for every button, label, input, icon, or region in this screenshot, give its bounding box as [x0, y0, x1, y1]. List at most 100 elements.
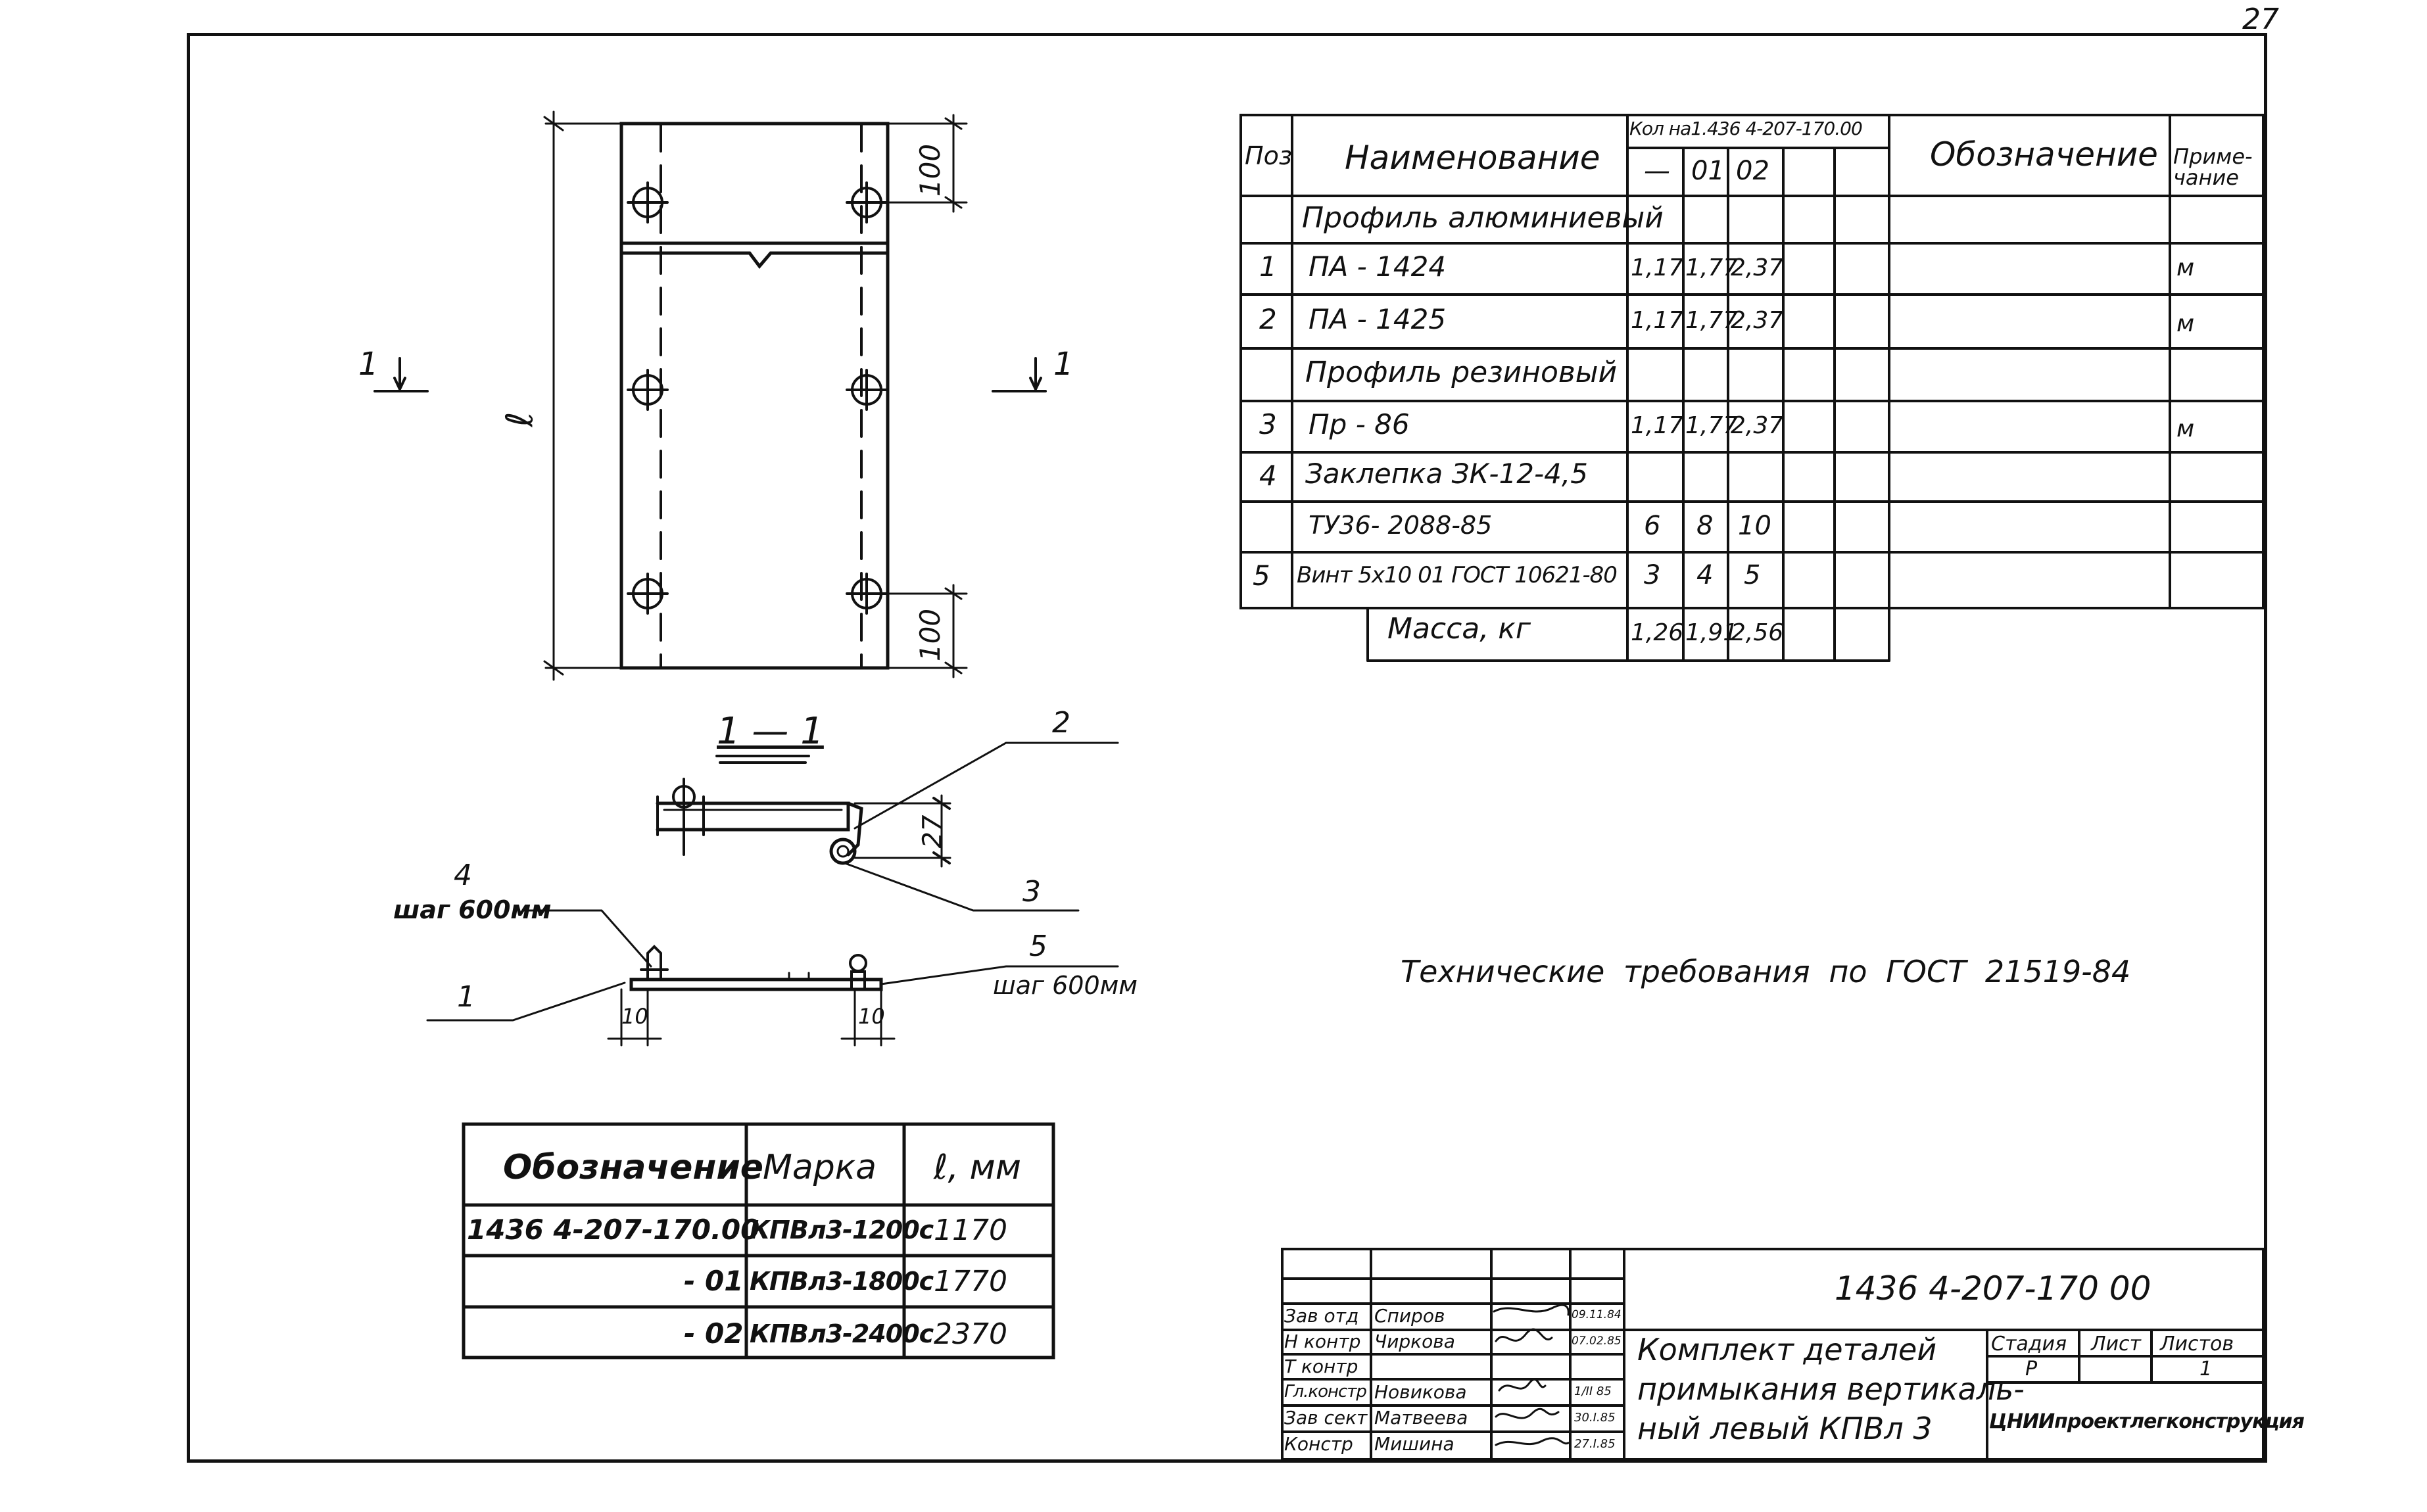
spec-row-pos: 4: [1259, 460, 1277, 492]
spec-row-qty: 6: [1644, 511, 1661, 541]
section-title: 1 — 1: [717, 710, 824, 753]
plan-outline: [619, 122, 890, 670]
signature-date: 09.11.84: [1572, 1308, 1622, 1321]
variants-row-mark: КПВл3-2400с: [750, 1319, 934, 1348]
title-line-3: ный левый КПВл 3: [1637, 1411, 1933, 1446]
leader-label-1: 1: [457, 980, 475, 1014]
spec-header-qty-0: —: [1644, 156, 1670, 186]
plan-holes: [627, 181, 888, 615]
spec-row-pos: 3: [1259, 408, 1277, 440]
title-block-grid: [1281, 1248, 2265, 1461]
variants-row-length: 1170: [934, 1214, 1007, 1247]
spec-row-qty: 2,37: [1731, 412, 1784, 439]
spec-row-qty: 3: [1644, 560, 1661, 590]
signature-name: Спиров: [1374, 1305, 1445, 1327]
stage-label: Стадия: [1991, 1333, 2067, 1356]
variants-row-designation: - 01: [684, 1265, 744, 1297]
signature-marks: [1493, 1304, 1570, 1446]
signature-name: Новикова: [1374, 1381, 1467, 1403]
signature-role: Т контр: [1284, 1356, 1358, 1377]
spec-row-qty: 8: [1696, 511, 1714, 541]
spec-row-qty: 5: [1744, 560, 1761, 590]
plan-view: [373, 110, 1047, 681]
tech-requirements: Технические требования по ГОСТ 21519-84: [1401, 954, 2131, 989]
spec-header-qty-2: 02: [1736, 156, 1769, 186]
spec-row-qty: 1,17: [1631, 307, 1684, 334]
variants-row-mark: КПВл3-1800с: [750, 1267, 934, 1296]
leader-label-3: 3: [1022, 875, 1041, 909]
spec-row-name: Пр - 86: [1309, 408, 1410, 440]
spec-mass-qty: 2,56: [1731, 619, 1784, 646]
sheets-label: Листов: [2160, 1333, 2234, 1356]
spec-row-qty: 2,37: [1731, 307, 1784, 334]
step-label-4: шаг 600мм: [393, 895, 552, 924]
spec-row-name: Профиль алюминиевый: [1302, 201, 1664, 235]
spec-row-name: ПА - 1424: [1309, 250, 1447, 283]
spec-header-name: Наименование: [1345, 139, 1600, 177]
spec-header-qty: Кол на1.436 4-207-170.00: [1629, 118, 1863, 139]
title-line-1: Комплект деталей: [1637, 1332, 1937, 1367]
spec-row-qty: 1,77: [1685, 307, 1739, 334]
variants-row-mark: КПВл3-1200с: [750, 1216, 934, 1244]
spec-row-qty: 10: [1738, 511, 1771, 541]
spec-header-designation: Обозначение: [1930, 135, 2158, 174]
spec-mass-qty: 1,91: [1685, 619, 1739, 646]
spec-row-name: Заклепка ЗК-12-4,5: [1305, 458, 1588, 490]
spec-row-qty: 4: [1696, 560, 1714, 590]
leader-label-5: 5: [1029, 930, 1047, 963]
spec-mass-label: Масса, кг: [1387, 612, 1531, 646]
sheet-label: Лист: [2091, 1333, 2142, 1356]
spec-row-name: ТУ36- 2088-85: [1309, 511, 1493, 540]
section-view: [426, 742, 1119, 1047]
document-code: 1436 4-207-170 00: [1835, 1269, 2151, 1308]
spec-row-note: м: [2176, 254, 2195, 281]
page-number: 27: [2242, 3, 2279, 36]
spec-row-note: м: [2176, 415, 2195, 442]
dim-100-bottom-lines: [865, 584, 968, 678]
spec-row-pos: 1: [1259, 250, 1277, 283]
variants-header-length: ℓ, мм: [934, 1148, 1021, 1187]
variants-header-designation: Обозначение: [503, 1148, 764, 1187]
variants-header-mark: Марка: [763, 1148, 877, 1187]
stage-value: Р: [2025, 1358, 2038, 1381]
variants-table-grid: [462, 1122, 1055, 1359]
spec-row-qty: 1,77: [1685, 254, 1739, 281]
spec-row-qty: 1,77: [1685, 412, 1739, 439]
spec-row-qty: 1,17: [1631, 254, 1684, 281]
spec-row-qty: 2,37: [1731, 254, 1784, 281]
signature-role: Н контр: [1284, 1331, 1361, 1352]
step-label-5: шаг 600мм: [993, 971, 1138, 1000]
spec-mass-qty: 1,26: [1631, 619, 1684, 646]
spec-row-name: Профиль резиновый: [1305, 356, 1618, 389]
section-marks: [373, 357, 1047, 392]
length-symbol: ℓ: [498, 412, 542, 427]
signature-role: Констр: [1284, 1433, 1353, 1455]
dim-10-left: 10: [621, 1004, 648, 1029]
spec-row-name: Винт 5х10 01 ГОСТ 10621-80: [1297, 562, 1618, 588]
spec-table-grid: [1239, 114, 2265, 662]
spec-row-note: м: [2176, 310, 2195, 337]
break-line-bottom: [619, 251, 890, 270]
signature-role: Зав сект: [1284, 1407, 1368, 1429]
leader-label-4: 4: [454, 859, 472, 892]
spec-header-note-2: чание: [2173, 165, 2239, 190]
dim-100-top-lines: [865, 114, 968, 213]
spec-row-pos: 2: [1259, 303, 1277, 335]
dim-27: 27: [917, 815, 948, 849]
variants-row-length: 1770: [934, 1265, 1007, 1298]
spec-header-qty-1: 01: [1691, 156, 1725, 186]
signature-date: 27.I.85: [1574, 1437, 1616, 1451]
spec-row-qty: 1,17: [1631, 412, 1684, 439]
spec-header-pos: Поз: [1245, 141, 1293, 170]
signature-date: 30.I.85: [1574, 1411, 1616, 1425]
signature-role: Зав отд: [1284, 1305, 1359, 1327]
signature-date: 1/II 85: [1574, 1384, 1612, 1398]
sheets-value: 1: [2199, 1358, 2213, 1381]
spec-row-name: ПА - 1425: [1309, 303, 1447, 335]
title-line-2: примыкания вертикаль-: [1637, 1371, 2025, 1407]
signature-name: Матвеева: [1374, 1407, 1468, 1429]
signature-name: Чиркова: [1374, 1331, 1455, 1352]
dim-100-top: 100: [914, 143, 947, 197]
signature-date: 07.02.85: [1572, 1335, 1622, 1348]
